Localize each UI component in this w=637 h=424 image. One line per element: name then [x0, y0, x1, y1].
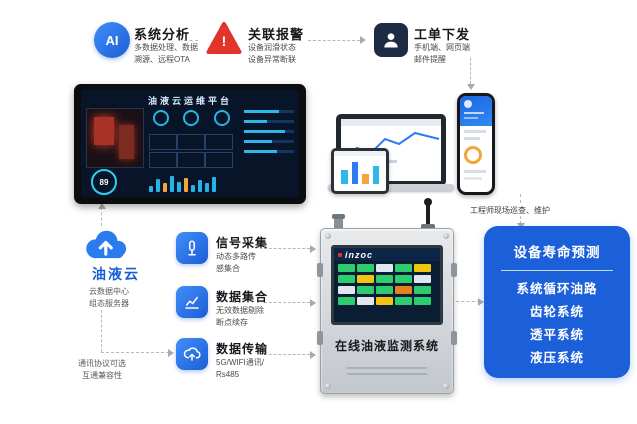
connector-analysis-alarm	[184, 40, 198, 41]
feature-desc-analysis: 多数据处理、数据 溯源、远程OTA	[134, 43, 198, 64]
vent-slot	[347, 367, 427, 369]
ai-icon-label: AI	[105, 32, 119, 48]
cloud-desc: 云数据中心 组态服务器	[89, 287, 129, 308]
divider	[501, 270, 613, 271]
arrowhead	[310, 245, 316, 253]
connector-dataset-device	[264, 302, 310, 303]
cable-gland	[334, 218, 343, 230]
monitoring-cabinet: inzoc 在线油液监测系统	[317, 228, 457, 394]
arrowhead	[168, 349, 174, 357]
pipeline-desc-transmit: 5G/WIFI通讯/ Rs485	[216, 358, 264, 379]
dashboard-screen: 油液云运维平台 89	[81, 90, 299, 197]
connector-cloud-monitor	[101, 207, 102, 226]
signal-collect-icon	[176, 232, 208, 264]
connector-cloud-down	[101, 310, 102, 352]
feature-title-analysis: 系统分析	[134, 27, 191, 42]
pipeline-title-dataset: 数据集合	[216, 290, 269, 304]
arrowhead	[310, 299, 316, 307]
engineer-note: 工程师现场巡查、维护	[470, 206, 550, 215]
arrowhead	[467, 84, 475, 90]
antenna-tip	[424, 198, 432, 206]
pipeline-title-transmit: 数据传输	[216, 342, 269, 356]
feature-desc-workorder: 手机端、网页端 邮件提醒	[414, 43, 470, 64]
cable-gland-cap	[332, 214, 345, 219]
data-aggregate-icon	[176, 286, 208, 318]
protocol-note: 通讯协议可选 互通兼容性	[78, 359, 126, 380]
prediction-item: 齿轮系统	[529, 305, 584, 319]
antenna-mount	[421, 224, 435, 230]
connector-devices-engineer	[520, 194, 521, 203]
connector-engineer-prediction	[520, 216, 521, 224]
pipeline-title-signal: 信号采集	[216, 236, 269, 250]
cloud-title: 油液云	[92, 266, 140, 282]
prediction-item: 透平系统	[529, 328, 584, 342]
wall-monitor: 油液云运维平台 89	[74, 84, 306, 204]
prediction-title: 设备寿命预测	[513, 245, 601, 260]
phone-screen	[460, 96, 492, 192]
dashboard-meters	[244, 110, 294, 160]
dashboard-bars	[149, 172, 259, 192]
connector-device-prediction	[456, 301, 480, 302]
cloud-upload-icon	[183, 347, 201, 361]
prediction-item: 系统循环油路	[516, 282, 598, 296]
hmi-readings-grid	[334, 261, 440, 311]
work-order-icon	[374, 23, 408, 57]
tablet-screen	[331, 148, 389, 194]
triangle-shape	[206, 22, 242, 54]
alert-triangle-icon: !	[206, 21, 242, 55]
dashboard-title: 油液云运维平台	[147, 96, 232, 106]
cabinet-hmi-screen: inzoc	[331, 245, 443, 325]
dashboard-machine-panel	[86, 108, 144, 168]
data-transmit-icon	[176, 338, 208, 370]
vent-slot	[347, 373, 427, 375]
antenna	[426, 202, 430, 230]
smartphone	[457, 93, 495, 195]
connector-alarm-workorder	[308, 40, 360, 41]
arrowhead	[478, 298, 484, 306]
prediction-item: 液压系统	[529, 351, 584, 365]
gauge-value: 89	[99, 177, 109, 187]
life-prediction-panel: 设备寿命预测 系统循环油路 齿轮系统 透平系统 液压系统	[484, 226, 630, 378]
feature-title-workorder: 工单下发	[414, 27, 471, 42]
oil-cloud-icon	[80, 226, 130, 267]
arrowhead	[310, 351, 316, 359]
line-chart-icon	[185, 296, 199, 309]
connector-note-transmission	[101, 352, 169, 353]
pipeline-desc-dataset: 无效数据剔除 断点续存	[216, 306, 264, 327]
connector-signal-device	[264, 248, 310, 249]
brand-logo: inzoc	[345, 249, 374, 260]
pipeline-desc-signal: 动态多路传 感集合	[216, 252, 256, 273]
feature-desc-alarm: 设备润滑状态 设备异常断联	[248, 43, 296, 64]
arrowhead	[360, 36, 366, 44]
device-label: 在线油液监测系统	[334, 339, 439, 353]
connector-workorder-devices	[470, 58, 471, 84]
sensor-probe-icon	[188, 240, 196, 256]
person-icon	[384, 33, 398, 48]
connector-transmit-device	[264, 354, 310, 355]
dashboard-gauge: 89	[91, 169, 117, 195]
ai-analysis-icon: AI	[94, 22, 130, 58]
alert-exclamation: !	[221, 33, 227, 49]
feature-title-alarm: 关联报警	[248, 27, 305, 42]
dashboard-grid	[149, 134, 233, 168]
arrowhead	[98, 203, 106, 209]
laptop-base	[328, 184, 454, 191]
dashboard-rings	[153, 110, 230, 131]
